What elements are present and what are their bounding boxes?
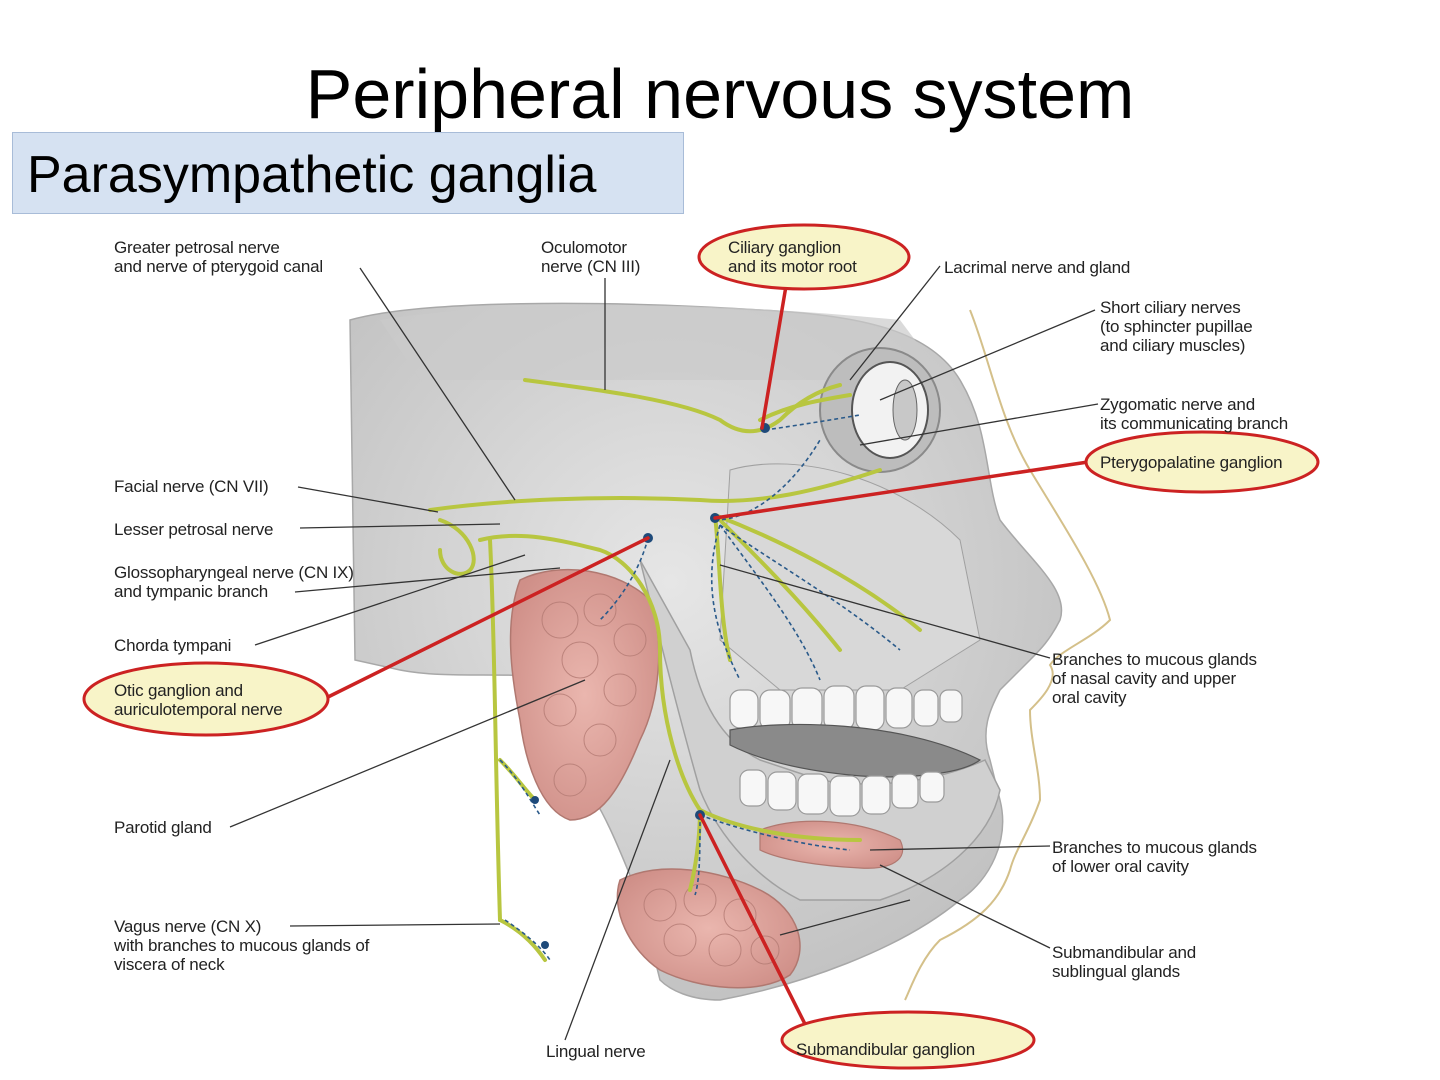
ciliary-highlight: [697, 223, 911, 291]
nerve-paths: [428, 378, 922, 962]
label-lacrimal-nerve: Lacrimal nerve and gland: [944, 258, 1131, 277]
leader-lines: [229, 265, 1099, 1041]
label-facial-nerve: Facial nerve (CN VII): [114, 477, 269, 496]
label-lingual-nerve: Lingual nerve: [546, 1042, 646, 1061]
slide-title: Peripheral nervous system: [305, 55, 1135, 133]
label-lesser-petrosal-nerve: Lesser petrosal nerve: [114, 520, 274, 539]
pterygopalatine-highlight: [1084, 430, 1320, 494]
skull-shape: [349, 302, 1112, 1001]
label-branches-nasal-oral: Branches to mucous glands of nasal cavit…: [1052, 650, 1257, 707]
label-chorda-tympani: Chorda tympani: [114, 636, 232, 655]
submandibular-gland-shape: [616, 868, 801, 989]
label-otic-ganglion: Otic ganglion and auriculotemporal nerve: [114, 681, 283, 719]
subtitle-box: Parasympathetic ganglia: [12, 132, 684, 214]
label-greater-petrosal-nerve: Greater petrosal nerve and nerve of pter…: [114, 238, 323, 276]
label-parotid-gland: Parotid gland: [114, 818, 212, 837]
label-short-ciliary-nerves: Short ciliary nerves (to sphincter pupil…: [1100, 298, 1253, 355]
label-branches-lower-oral: Branches to mucous glands of lower oral …: [1052, 838, 1257, 876]
submandibular-highlight: [780, 1010, 1036, 1070]
label-submandibular-ganglion: Submandibular ganglion: [796, 1040, 975, 1059]
label-glossopharyngeal-nerve: Glossopharyngeal nerve (CN IX) and tympa…: [114, 563, 354, 601]
label-submandibular-sublingual-glands: Submandibular and sublingual glands: [1052, 943, 1197, 981]
label-oculomotor-nerve: Oculomotor nerve (CN III): [541, 238, 641, 276]
sublingual-gland-shape: [759, 820, 904, 869]
label-vagus-nerve: Vagus nerve (CN X) with branches to muco…: [114, 917, 370, 974]
highlight-leaders: [324, 284, 1090, 1032]
teeth: [729, 685, 982, 817]
label-zygomatic-nerve: Zygomatic nerve and its communicating br…: [1100, 395, 1288, 433]
postganglionic-fibers: [499, 414, 901, 961]
parotid-gland-shape: [509, 568, 660, 821]
subtitle-text: Parasympathetic ganglia: [27, 146, 597, 204]
highlight-ellipses: [82, 223, 1320, 1070]
label-pterygopalatine-ganglion: Pterygopalatine ganglion: [1100, 453, 1283, 472]
otic-highlight: [82, 661, 330, 737]
label-ciliary-ganglion: Ciliary ganglion and its motor root: [728, 238, 857, 276]
